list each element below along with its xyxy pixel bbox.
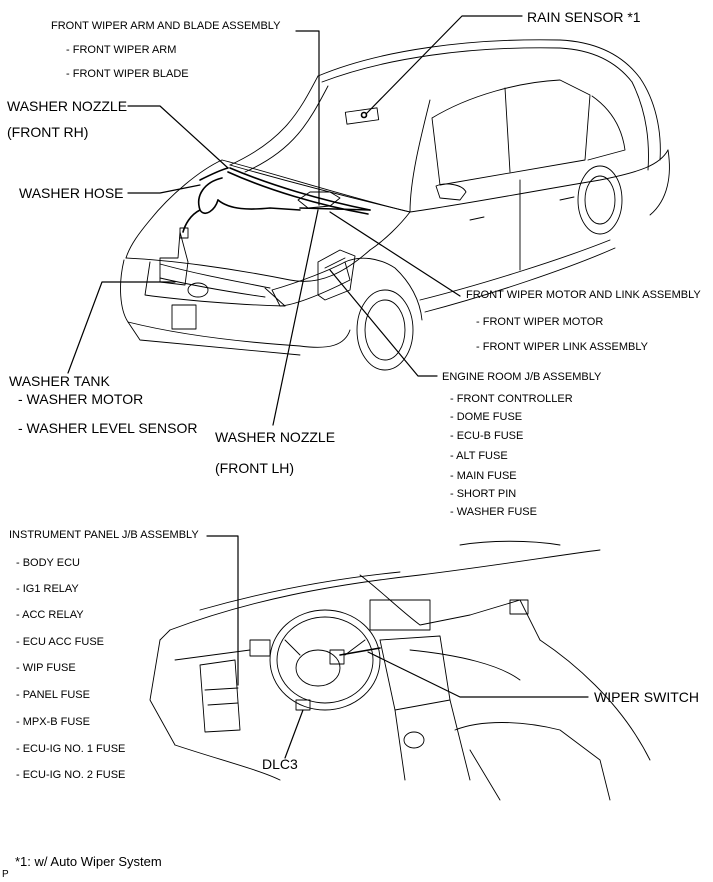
leader-washer-nozzle-lh — [272, 209, 319, 426]
leader-washer-tank — [67, 281, 176, 374]
front-wiper-arm-blade-label: FRONT WIPER ARM AND BLADE ASSEMBLY — [51, 20, 281, 32]
panel-fuse-item: - PANEL FUSE — [16, 689, 90, 701]
leader-engine-room-jb — [329, 269, 438, 377]
washer-level-sensor-item: - WASHER LEVEL SENSOR — [18, 420, 198, 436]
short-pin-item: - SHORT PIN — [450, 488, 517, 500]
washer-hose-label: WASHER HOSE — [19, 185, 124, 201]
leader-instrument-panel-jb — [206, 535, 239, 686]
wiper-switch-label: WIPER SWITCH — [594, 689, 699, 705]
washer-nozzle-lh-side: (FRONT LH) — [215, 460, 295, 476]
leader-washer-hose — [127, 184, 201, 194]
body-ecu-item: - BODY ECU — [16, 557, 80, 569]
washer-nozzle-rh-label: WASHER NOZZLE — [7, 98, 128, 114]
alt-fuse-item: - ALT FUSE — [450, 450, 508, 462]
leader-washer-nozzle-rh — [127, 105, 229, 169]
leader-lines — [67, 15, 589, 759]
ecu-acc-fuse-item: - ECU ACC FUSE — [16, 636, 105, 648]
washer-motor-item: - WASHER MOTOR — [18, 391, 144, 407]
ecu-ig-no2-fuse-item: - ECU-IG NO. 2 FUSE — [16, 769, 126, 781]
mpx-b-fuse-item: - MPX-B FUSE — [16, 716, 90, 728]
instrument-panel-jb-label: INSTRUMENT PANEL J/B ASSEMBLY — [9, 529, 199, 541]
acc-relay-item: - ACC RELAY — [16, 609, 84, 621]
washer-fuse-item: - WASHER FUSE — [450, 506, 537, 518]
front-wiper-motor-link-label: FRONT WIPER MOTOR AND LINK ASSEMBLY — [466, 289, 701, 301]
instrument-panel-illustration — [149, 540, 651, 801]
footnote: *1: w/ Auto Wiper System — [15, 854, 162, 869]
dlc3-label: DLC3 — [262, 756, 298, 772]
washer-tank-label: WASHER TANK — [9, 373, 110, 389]
front-wiper-arm-item: - FRONT WIPER ARM — [66, 44, 177, 56]
engine-room-jb-label: ENGINE ROOM J/B ASSEMBLY — [442, 371, 602, 383]
leader-front-wiper-motor — [329, 211, 461, 297]
front-wiper-motor-item: - FRONT WIPER MOTOR — [476, 316, 604, 328]
front-controller-item: - FRONT CONTROLLER — [450, 393, 573, 405]
ig1-relay-item: - IG1 RELAY — [16, 583, 79, 595]
leader-dlc3 — [284, 709, 304, 759]
leader-rain-sensor — [365, 15, 523, 115]
wip-fuse-item: - WIP FUSE — [16, 662, 76, 674]
rain-sensor-label: RAIN SENSOR *1 — [527, 9, 641, 25]
leader-wiper-switch — [367, 651, 589, 698]
front-wiper-blade-item: - FRONT WIPER BLADE — [66, 68, 189, 80]
washer-nozzle-lh-label: WASHER NOZZLE — [215, 429, 336, 445]
dome-fuse-item: - DOME FUSE — [450, 411, 523, 423]
ecu-b-fuse-item: - ECU-B FUSE — [450, 430, 524, 442]
front-wiper-link-item: - FRONT WIPER LINK ASSEMBLY — [476, 341, 648, 353]
main-fuse-item: - MAIN FUSE — [450, 470, 517, 482]
washer-nozzle-rh-side: (FRONT RH) — [7, 124, 89, 140]
corner-mark: P — [2, 869, 9, 880]
ecu-ig-no1-fuse-item: - ECU-IG NO. 1 FUSE — [16, 743, 126, 755]
leader-front-wiper-arm — [295, 30, 320, 206]
car-illustration — [120, 39, 670, 371]
